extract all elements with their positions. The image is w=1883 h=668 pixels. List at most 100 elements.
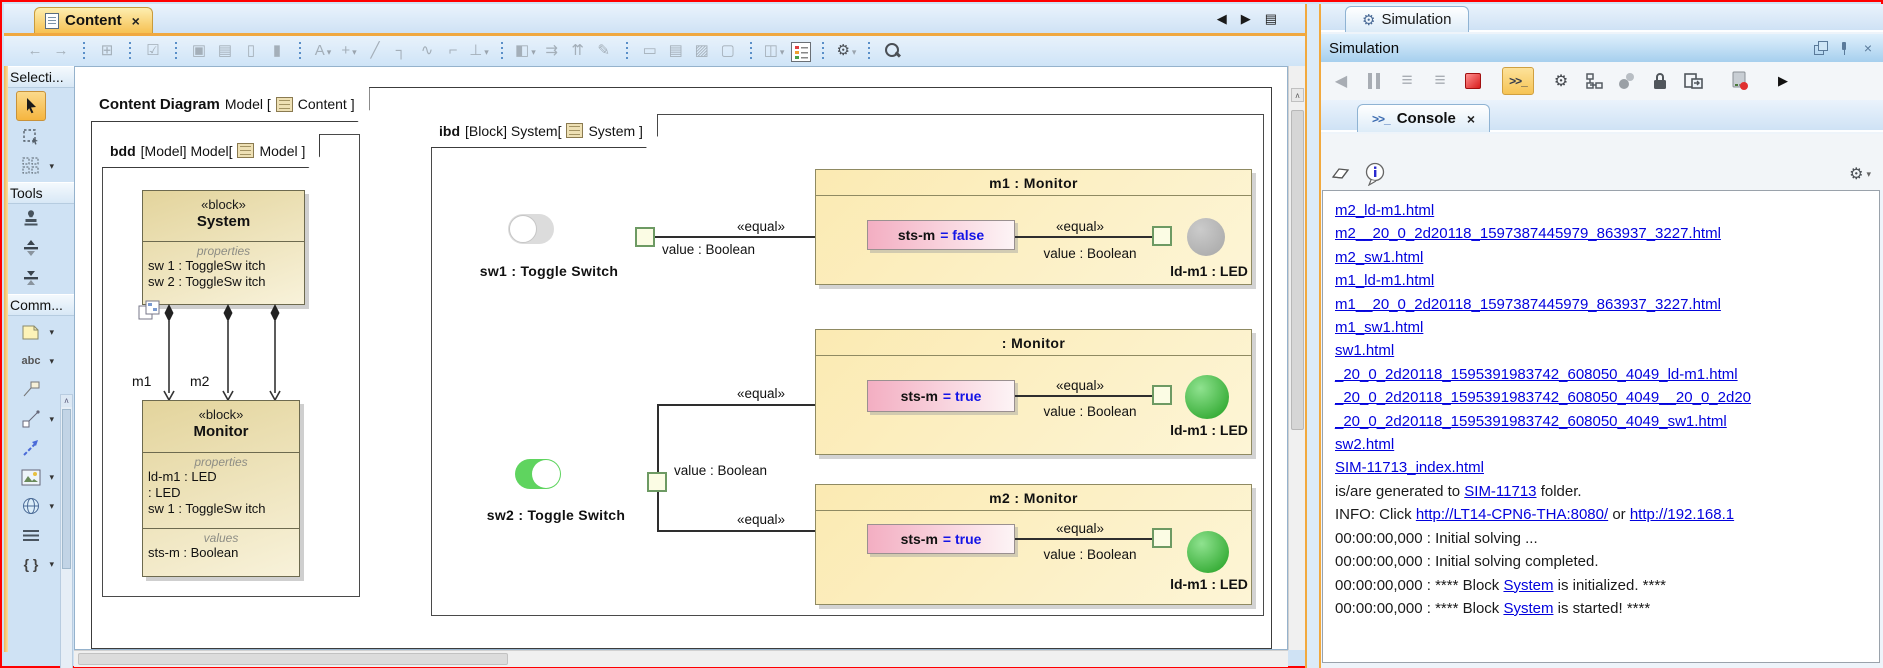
delete-button[interactable]: ▯	[246, 42, 256, 59]
dependency-tool[interactable]	[16, 435, 46, 461]
connector-sts-led-m2[interactable]	[1015, 538, 1152, 540]
sw1-toggle-switch[interactable]	[508, 214, 554, 244]
palette-section-tools[interactable]: Tools	[4, 182, 74, 204]
console-link[interactable]: m1_sw1.html	[1335, 319, 1424, 337]
console-link[interactable]: _20_0_2d20118_1595391983742_608050_4049_…	[1335, 365, 1738, 383]
console-link[interactable]: m1__20_0_2d20118_1597387445979_863937_32…	[1335, 295, 1721, 313]
led-m2-on[interactable]	[1187, 531, 1229, 573]
show-structure-button[interactable]	[1584, 68, 1604, 94]
sts-m-value-box-m1[interactable]: sts-m = false	[867, 220, 1015, 250]
diagram-overview-tool[interactable]: ▾	[16, 493, 54, 519]
line-rounded-button[interactable]: ⌐	[448, 42, 458, 59]
console-link[interactable]: http://192.168.1	[1629, 506, 1735, 524]
line-rectilinear-button[interactable]: ┐	[395, 42, 407, 59]
sts-m-value-box-mid[interactable]: sts-m = true	[867, 380, 1015, 412]
line-bezier-button[interactable]: ∿	[420, 42, 434, 59]
connector-sw2-mid[interactable]	[658, 404, 815, 406]
monitor-block[interactable]: «block» Monitor properties ld-m1 : LED :…	[142, 400, 300, 577]
console-link[interactable]: System	[1503, 576, 1554, 594]
inner-diagram-indicator-icon[interactable]	[138, 300, 162, 322]
select-related-button[interactable]: ▭	[642, 42, 657, 59]
led-value-port-m2[interactable]	[1152, 528, 1172, 548]
separator-tool[interactable]	[16, 522, 46, 548]
console-link[interactable]: SIM-11713	[1464, 482, 1537, 500]
anchor-tool[interactable]	[16, 377, 46, 403]
pointer-tool[interactable]	[16, 91, 46, 121]
console-link[interactable]: System	[1503, 599, 1554, 617]
legend-button[interactable]: ▾	[790, 40, 812, 62]
check-syntax-button[interactable]: ☑	[146, 42, 160, 59]
led-value-port-m1[interactable]	[1152, 226, 1172, 246]
show-frame-button[interactable]: ▢	[720, 42, 735, 59]
console-settings-button[interactable]: ⚙ ▾	[1849, 164, 1871, 184]
step-into-button[interactable]: ≡	[1401, 70, 1413, 91]
console-toggle-button[interactable]: >>_	[1502, 67, 1534, 95]
composition-edges[interactable]	[130, 303, 300, 403]
console-link[interactable]: _20_0_2d20118_1595391983742_608050_4049_…	[1335, 389, 1752, 407]
connector-sw1-m1[interactable]	[655, 236, 815, 238]
canvas-horizontal-scrollbar[interactable]	[74, 650, 1288, 667]
breakpoints-button[interactable]	[1617, 68, 1637, 94]
console-link[interactable]: sw2.html	[1335, 436, 1395, 454]
align-button[interactable]: +▾	[341, 42, 357, 59]
float-window-icon[interactable]	[1813, 41, 1828, 55]
console-link[interactable]: m2__20_0_2d20118_1597387445979_863937_32…	[1335, 225, 1721, 243]
console-link[interactable]: SIM-11713_index.html	[1335, 459, 1484, 477]
stop-button[interactable]	[1463, 68, 1483, 94]
console-link[interactable]: m2_ld-m1.html	[1335, 202, 1435, 219]
console-link[interactable]: m1_ld-m1.html	[1335, 272, 1435, 290]
canvas-vertical-scrollbar[interactable]: ᴧ	[1288, 66, 1305, 650]
led-mid-on[interactable]	[1185, 375, 1229, 419]
scroll-up-icon[interactable]: ᴧ	[1291, 88, 1304, 102]
tab-simulation[interactable]: ⚙ Simulation	[1345, 6, 1469, 32]
line-oblique-button[interactable]: ╱	[370, 42, 380, 59]
back-button[interactable]: ←	[27, 42, 43, 59]
fill-color-button[interactable]: ◧▾	[515, 42, 536, 59]
pin-icon[interactable]	[1837, 41, 1851, 55]
font-button[interactable]: A▾	[314, 42, 332, 59]
connector-sw2-riser[interactable]	[657, 404, 659, 532]
collapse-compartments-tool[interactable]	[16, 265, 46, 291]
image-shape-tool[interactable]: ▾	[16, 464, 54, 490]
pause-button[interactable]	[1364, 68, 1384, 94]
palette-section-selection[interactable]: Selecti...	[4, 66, 74, 88]
edge-label-m1[interactable]: m1	[132, 373, 152, 389]
show-compartments-button[interactable]: ▤	[668, 42, 683, 59]
expression-tool[interactable]: { } ▾	[16, 551, 54, 577]
delete-from-model-button[interactable]: ▮	[272, 42, 282, 59]
animation-speed-button[interactable]	[1730, 68, 1750, 94]
scrollbar-thumb[interactable]	[62, 409, 71, 569]
step-over-button[interactable]: ≡	[1434, 70, 1446, 91]
led-value-port-mid[interactable]	[1152, 385, 1172, 405]
clear-console-button[interactable]	[1331, 166, 1351, 187]
tab-list-button[interactable]: ▤	[1264, 11, 1277, 26]
paste-button[interactable]: ▤	[217, 42, 233, 59]
step-back-button[interactable]: ◀	[1334, 73, 1348, 90]
sts-m-value-box-m2[interactable]: sts-m = true	[867, 524, 1015, 554]
compartment-options-button[interactable]: ◫▾	[763, 42, 785, 59]
expand-compartments-tool[interactable]	[16, 236, 46, 262]
forward-button[interactable]: →	[53, 42, 69, 59]
connector-sts-led-m1[interactable]	[1015, 236, 1152, 238]
more-tools-icon[interactable]: ▶	[1778, 73, 1788, 88]
stamp-tool[interactable]	[16, 207, 46, 233]
tab-close-icon[interactable]: ×	[131, 12, 140, 29]
tab-content[interactable]: Content ×	[34, 7, 153, 33]
lock-button[interactable]	[1650, 68, 1670, 94]
sw2-value-port[interactable]	[647, 472, 667, 492]
show-image-button[interactable]: ▨	[694, 42, 709, 59]
sw1-value-port[interactable]	[635, 227, 655, 247]
settings-button[interactable]: ⚙▾	[836, 42, 857, 59]
layout-button[interactable]: ⊥▾	[469, 42, 489, 59]
console-link[interactable]: sw1.html	[1335, 342, 1395, 360]
edge-label-m2[interactable]: m2	[190, 373, 210, 389]
constraint-tool[interactable]: ▾	[16, 406, 54, 432]
close-panel-icon[interactable]: ×	[1863, 40, 1873, 56]
scrollbar-thumb[interactable]	[78, 653, 508, 665]
format-painter-button[interactable]: ✎	[597, 42, 610, 59]
find-button[interactable]	[882, 40, 902, 62]
tab-close-icon[interactable]: ×	[1466, 110, 1476, 127]
system-block[interactable]: «block» System properties sw 1 : ToggleS…	[142, 190, 305, 305]
paste-style-button[interactable]: ⇈	[571, 42, 584, 59]
copy-button[interactable]: ▣	[191, 42, 207, 59]
